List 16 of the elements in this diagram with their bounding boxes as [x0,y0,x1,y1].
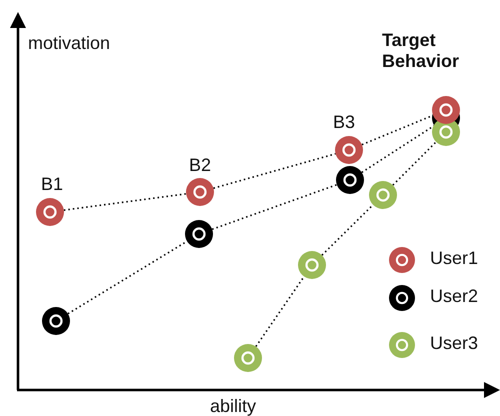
legend-label: User2 [430,286,478,307]
dotted-connector [64,193,186,211]
point-label: Target Behavior [382,30,460,72]
point-label: B2 [189,155,212,176]
legend-label: User3 [430,333,478,354]
point-label: B1 [41,174,64,195]
dotted-connector [392,141,437,186]
dotted-connector [321,204,374,256]
legend-label: User1 [430,248,478,269]
dotted-connector [255,276,305,347]
axis-label: motivation [28,33,110,54]
dotted-connector [212,184,338,230]
dotted-connector [68,240,188,314]
axis-label: ability [210,396,256,416]
point-label: B3 [333,112,356,133]
dotted-connector [213,153,336,189]
